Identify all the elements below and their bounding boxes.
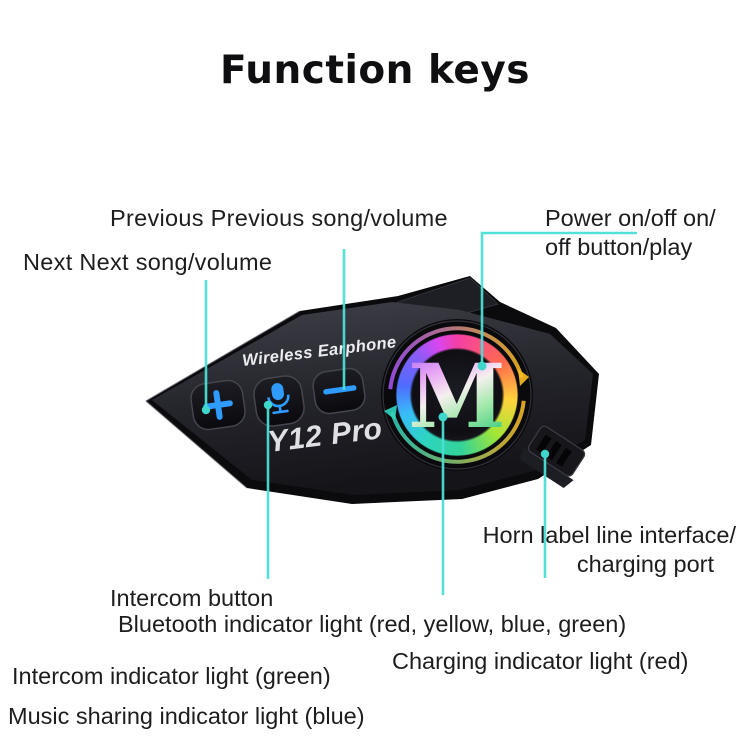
ring-arrow-top-head (518, 369, 529, 386)
microphone-icon (267, 383, 290, 415)
m-logo-bezel-ring (382, 320, 532, 470)
ring-arrow-bottom-head (384, 405, 397, 420)
label-music-sharing-indicator: Music sharing indicator light (blue) (8, 703, 365, 729)
minus-button (312, 367, 366, 415)
device-edge-highlight (145, 310, 301, 402)
label-bluetooth-indicator: Bluetooth indicator light (red, yellow, … (118, 611, 627, 637)
plus-button (190, 379, 246, 431)
device-bottom-highlight (145, 400, 248, 489)
clip-charging-port (520, 425, 586, 488)
label-power-line2: off button/play (545, 234, 693, 260)
label-horn-line2: charging port (576, 551, 714, 577)
minus-icon (323, 385, 357, 395)
page-title: Function keys (220, 48, 530, 93)
m-letter: M (408, 344, 505, 448)
label-power-button: Power on/off on/ off button/play (545, 204, 716, 262)
label-intercom-button: Intercom button (110, 585, 274, 611)
label-horn-line1: Horn label line interface/ (482, 522, 736, 548)
label-power-line1: Power on/off on/ (545, 205, 716, 231)
microphone-button (253, 375, 305, 427)
m-logo-overlay: M (384, 326, 529, 464)
label-previous-song-volume: Previous Previous song/volume (110, 205, 448, 231)
label-charging-indicator: Charging indicator light (red) (392, 648, 689, 674)
label-intercom-indicator: Intercom indicator light (green) (12, 663, 331, 689)
label-horn-charging-port: Horn label line interface/ charging port (483, 521, 736, 579)
label-next-song-volume: Next Next song/volume (23, 249, 273, 275)
ring-arrow-bottom (390, 400, 526, 464)
